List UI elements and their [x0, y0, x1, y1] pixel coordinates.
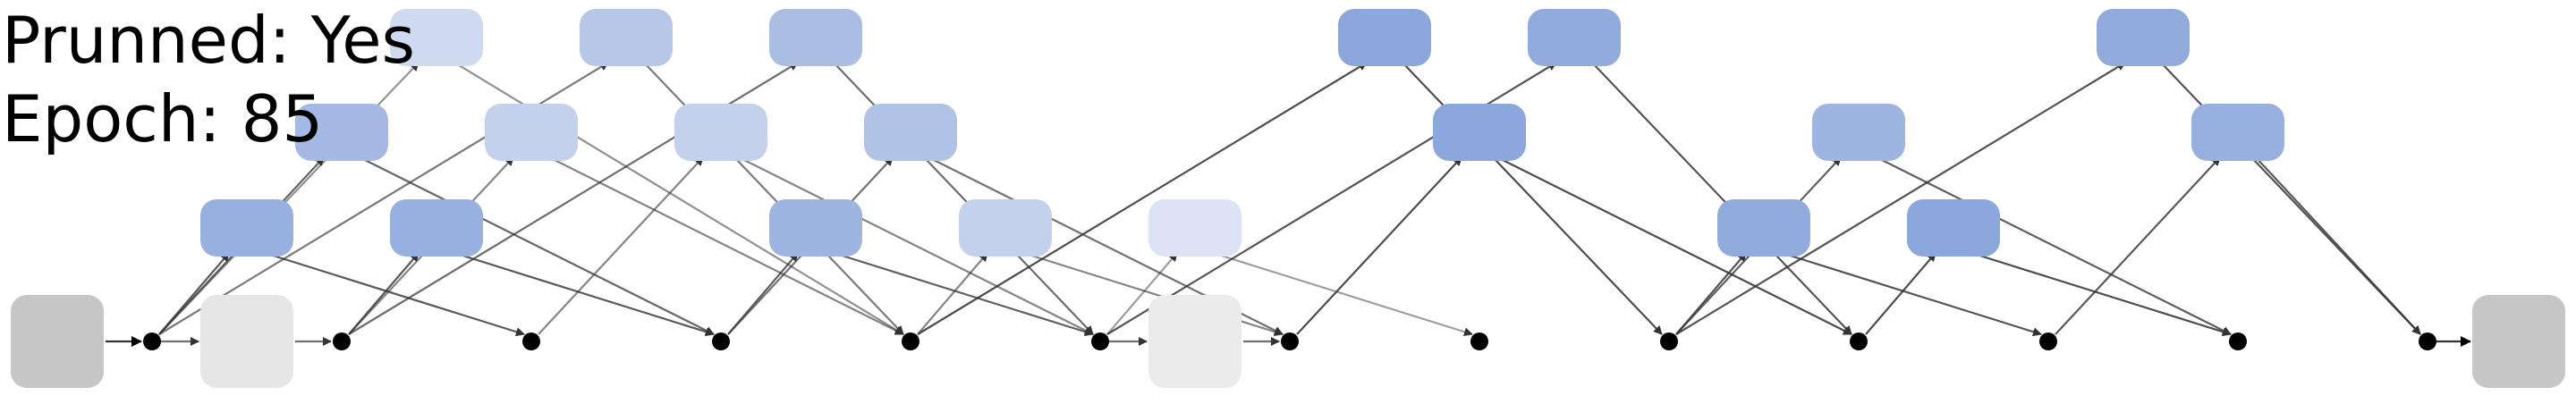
edge-in — [1675, 62, 2126, 335]
skip-node — [1148, 295, 1241, 388]
operation-node — [1528, 9, 1621, 66]
edge-in — [538, 156, 704, 335]
junction-dot — [1091, 332, 1109, 350]
edge-in — [2055, 156, 2221, 335]
edge-out — [548, 156, 904, 335]
operation-node — [769, 199, 862, 257]
junction-dot — [522, 332, 540, 350]
edge-out — [453, 251, 715, 337]
edge-out — [1781, 251, 2042, 337]
edge-out — [2255, 156, 2421, 335]
edge-out — [453, 62, 904, 335]
operation-node — [769, 9, 862, 66]
edge-in — [1106, 62, 1557, 335]
junction-dot — [902, 332, 919, 350]
junction-dot — [2039, 332, 2057, 350]
operation-node — [200, 199, 293, 257]
edge-out — [1402, 62, 1663, 335]
operation-node — [390, 199, 483, 257]
skip-node — [200, 295, 293, 388]
edge-out — [738, 156, 1094, 335]
operation-node — [2097, 9, 2190, 66]
operation-node — [1907, 199, 2000, 257]
edge-out — [1970, 251, 2232, 337]
edge-in — [1296, 156, 1462, 335]
edge-out — [1212, 251, 1473, 337]
edge-in — [1865, 252, 1936, 335]
operation-node — [1812, 104, 1905, 161]
edge-in — [1106, 252, 1178, 335]
edge-in — [917, 62, 1368, 335]
operation-node — [959, 199, 1052, 257]
edge-out — [833, 251, 1094, 337]
caption-block: Prunned: Yes Epoch: 85 — [2, 3, 415, 156]
junction-dot — [1850, 332, 1868, 350]
input-node — [11, 295, 104, 388]
operation-node — [674, 104, 767, 161]
junction-dot — [1281, 332, 1299, 350]
edge-out — [1876, 156, 2232, 335]
edge-out — [1496, 156, 1852, 335]
nodes-layer — [11, 9, 2565, 388]
operation-node — [485, 104, 578, 161]
junction-dot — [333, 332, 351, 350]
edge-out — [643, 62, 904, 335]
junction-dot — [712, 332, 730, 350]
epoch-label: Epoch: 85 — [2, 81, 323, 156]
operation-node — [1338, 9, 1431, 66]
operation-node — [2191, 104, 2284, 161]
edge-out — [264, 251, 525, 337]
junction-dot — [143, 332, 161, 350]
junction-dot — [1470, 332, 1488, 350]
edge-out — [359, 156, 715, 335]
operation-node — [1433, 104, 1526, 161]
operation-node — [390, 9, 483, 66]
output-node — [2472, 295, 2565, 388]
edge-out — [1591, 62, 1852, 335]
junction-dot — [1660, 332, 1678, 350]
operation-node — [580, 9, 673, 66]
operation-node — [295, 104, 388, 161]
edge-in — [348, 62, 799, 335]
junction-dot — [2229, 332, 2247, 350]
pruned-status-label: Prunned: Yes — [2, 3, 415, 78]
operation-node — [1717, 199, 1810, 257]
operation-node — [1148, 199, 1241, 257]
edge-in — [917, 252, 988, 335]
junction-dot — [2419, 332, 2436, 350]
operation-node — [864, 104, 957, 161]
